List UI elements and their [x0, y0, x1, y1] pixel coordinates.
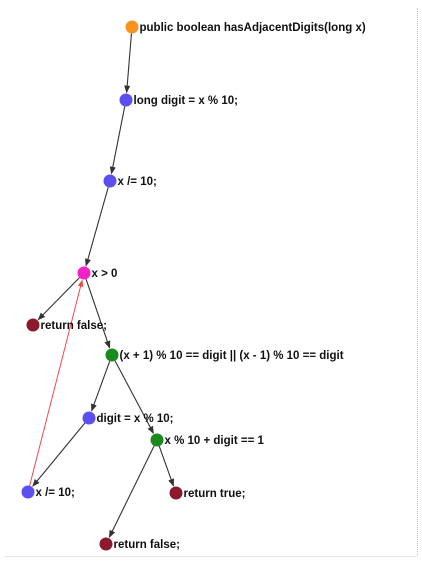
node-label: x /= 10; — [118, 176, 157, 188]
node-label: x > 0 — [92, 268, 118, 280]
statement-node-dot[interactable] — [103, 174, 117, 188]
node-n5[interactable]: (x + 1) % 10 == digit || (x - 1) % 10 ==… — [105, 348, 344, 363]
edge-n3-n4 — [37, 277, 80, 321]
node-n8[interactable]: x /= 10; — [21, 485, 75, 500]
statement-node-dot[interactable] — [82, 411, 96, 425]
node-label: (x + 1) % 10 == digit || (x - 1) % 10 ==… — [120, 350, 344, 362]
entry-node-dot[interactable] — [125, 20, 139, 34]
edge-n1-n2 — [109, 106, 126, 175]
node-n3[interactable]: x > 0 — [77, 266, 118, 281]
edge-n7-n9 — [158, 445, 175, 487]
edges-layer — [29, 33, 175, 538]
return-node-dot[interactable] — [99, 537, 113, 551]
condition-node-dot[interactable] — [150, 433, 164, 447]
node-label: digit = x % 10; — [97, 413, 174, 425]
edge-n6-n8 — [32, 422, 86, 487]
edge-n5-n6 — [91, 360, 111, 412]
frame-border-right — [417, 8, 418, 556]
edge-n5-n7 — [114, 360, 154, 435]
nodes-layer: public boolean hasAdjacentDigits(long x)… — [21, 20, 366, 552]
condition-node-dot[interactable] — [105, 348, 119, 362]
node-n9[interactable]: return true; — [169, 486, 246, 501]
node-label: return false; — [114, 539, 180, 551]
back-edge-n8-n3 — [29, 279, 84, 486]
return-node-dot[interactable] — [169, 486, 183, 500]
node-n6[interactable]: digit = x % 10; — [82, 411, 174, 426]
node-n2[interactable]: x /= 10; — [103, 174, 157, 189]
edge-n3-n5 — [85, 278, 111, 349]
node-n10[interactable]: return false; — [99, 537, 180, 552]
node-n0[interactable]: public boolean hasAdjacentDigits(long x) — [125, 20, 366, 35]
node-label: return true; — [184, 488, 246, 500]
statement-node-dot[interactable] — [119, 93, 133, 107]
statement-node-dot[interactable] — [21, 485, 35, 499]
frame-border-bottom — [4, 556, 417, 557]
node-label: x % 10 + digit == 1 — [165, 435, 265, 447]
node-label: return false; — [41, 320, 107, 332]
edge-n2-n3 — [84, 187, 109, 267]
edge-n7-n10 — [108, 445, 155, 538]
condition-loop-node-dot[interactable] — [77, 266, 91, 280]
node-label: long digit = x % 10; — [134, 95, 238, 107]
return-node-dot[interactable] — [26, 318, 40, 332]
node-label: public boolean hasAdjacentDigits(long x) — [140, 22, 366, 34]
edge-n0-n1 — [124, 33, 133, 94]
node-label: x /= 10; — [36, 487, 75, 499]
node-n4[interactable]: return false; — [26, 318, 107, 333]
node-n7[interactable]: x % 10 + digit == 1 — [150, 433, 265, 448]
node-n1[interactable]: long digit = x % 10; — [119, 93, 238, 108]
